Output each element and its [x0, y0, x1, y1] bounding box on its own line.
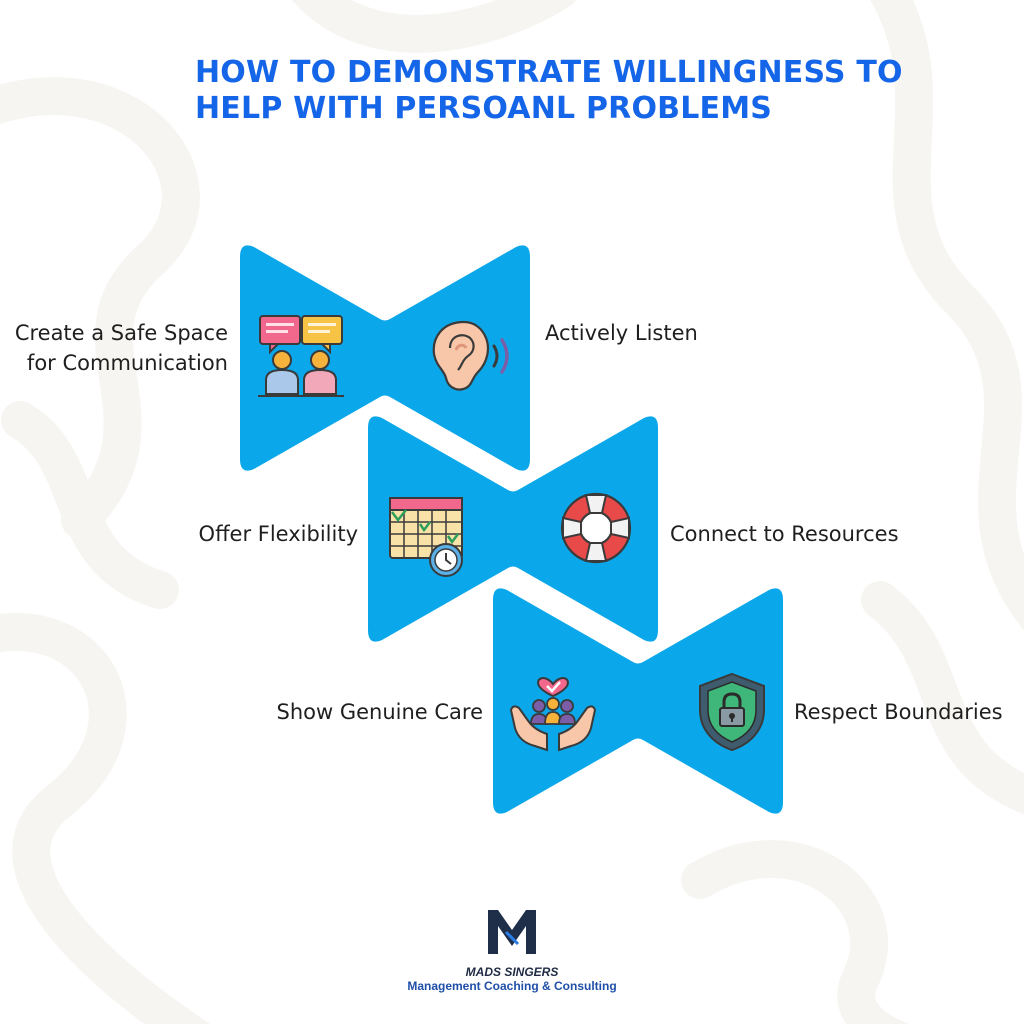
calendar-clock-icon [389, 497, 463, 577]
label-connect-resources: Connect to Resources [670, 522, 899, 546]
label-offer-flexibility: Offer Flexibility [198, 522, 358, 546]
lifebuoy-icon [560, 492, 632, 564]
label-safe-space-line1: Create a Safe Space [14, 321, 228, 345]
label-safe-space-line2: for Communication [26, 351, 228, 375]
shield-lock-icon [699, 672, 765, 752]
brand-logo [488, 910, 536, 954]
label-respect-boundaries: Respect Boundaries [794, 700, 1003, 724]
brand-name: MADS SINGERS [465, 965, 559, 979]
chat-people-icon [258, 315, 344, 397]
title-line-1: HOW TO DEMONSTRATE WILLINGNESS TO [195, 55, 903, 90]
title-line-2: HELP WITH PERSOANL PROBLEMS [195, 91, 773, 126]
bowtie-shape-3 [493, 588, 783, 814]
bowtie-shape-1 [240, 245, 530, 471]
page-title: HOW TO DEMONSTRATE WILLINGNESS TO HELP W… [195, 55, 903, 127]
label-actively-listen: Actively Listen [545, 321, 698, 345]
bowtie-shape-2 [368, 416, 658, 642]
brand-tagline: Management Coaching & Consulting [407, 979, 617, 993]
caring-hands-icon [509, 677, 597, 752]
label-genuine-care: Show Genuine Care [276, 700, 483, 724]
ear-icon [432, 320, 509, 391]
label-safe-space: Create a Safe Space for Communication [15, 318, 228, 378]
